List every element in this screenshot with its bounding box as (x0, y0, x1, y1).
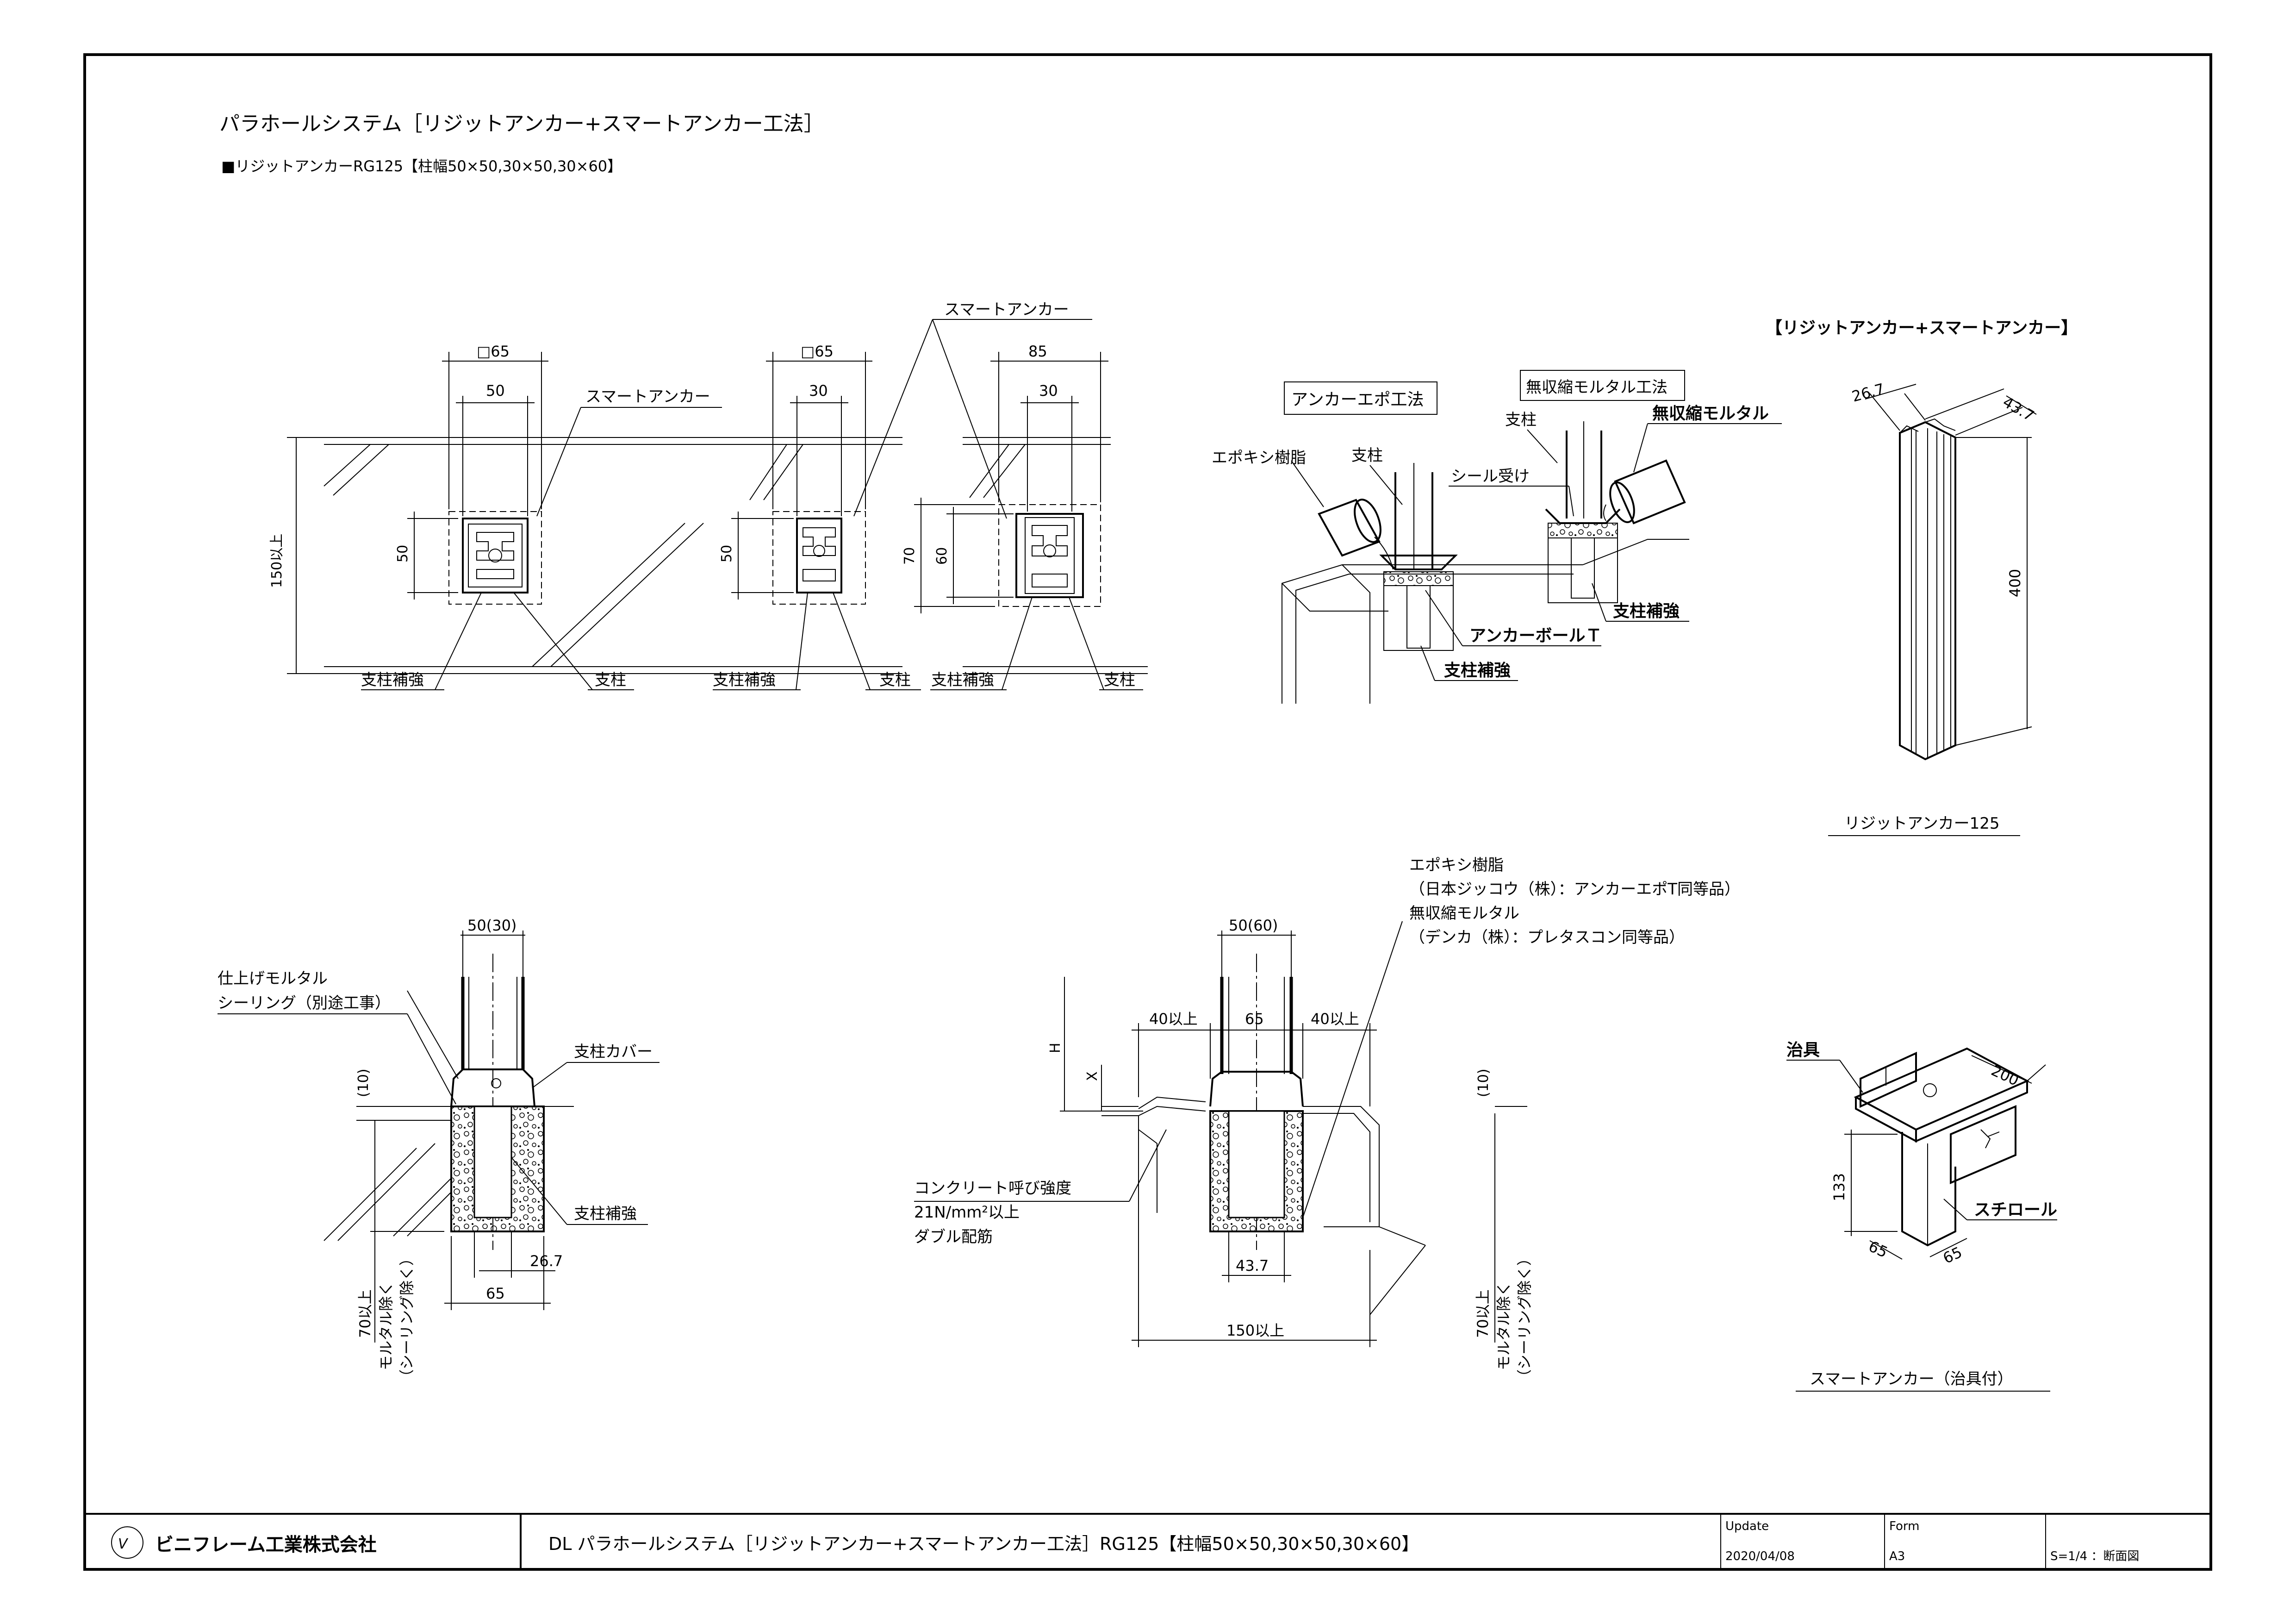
smart-dim-h: 133 (1830, 1173, 1848, 1201)
sec2-concrete3: ダブル配筋 (914, 1228, 993, 1246)
company-logo-icon (111, 1526, 143, 1559)
smart-dim-d2: 65 (1940, 1243, 1965, 1268)
sec2-bottom: 150以上 (1226, 1322, 1284, 1339)
method-epoxy-illustration: アンカーエポ工法 エポキシ樹脂 支柱 アンカーボールＴ 支柱補強 (1212, 381, 1602, 704)
plan1-top-dim: □65 (477, 343, 510, 360)
sec2-left: 40以上 (1149, 1010, 1198, 1028)
section-detail-2: 50(60) H X 40以上 (914, 917, 1533, 1384)
shared-anchor-callout: スマートアンカー (853, 300, 1092, 519)
sec2-h: H (1047, 1043, 1064, 1053)
note-2: （日本ジッコウ（株）：アンカーエポT同等品） (1409, 880, 1740, 899)
scale-value: S=1/4 ：断面図 (2050, 1549, 2139, 1563)
rigid-anchor-heading: 【リジットアンカー+スマートアンカー】 (1766, 319, 2078, 337)
title-block: V ビニフレーム工業株式会社 DL パラホールシステム［リジットアンカー+スマー… (85, 1513, 2211, 1569)
mortar-post-label: 支柱 (1505, 411, 1537, 429)
sec1-depth3: （シーリング除く） (398, 1251, 416, 1384)
company-name: ビニフレーム工業株式会社 (155, 1534, 377, 1555)
sec2-depth1: 70以上 (1474, 1289, 1492, 1338)
sec2-top-dim: 50(60) (1229, 917, 1278, 934)
sec1-dim-267: 26.7 (530, 1252, 563, 1270)
epoxy-post-label: 支柱 (1351, 446, 1383, 465)
rigid-anchor-illustration: 【リジットアンカー+スマートアンカー】 26.7 43.7 400 リジットアン… (1766, 319, 2078, 836)
form-value: A3 (1889, 1549, 1905, 1563)
sec2-depth3: （シーリング除く） (1516, 1251, 1533, 1384)
plan2-post-label: 支柱 (879, 671, 911, 689)
sec2-x: X (1084, 1071, 1101, 1081)
form-label: Form (1889, 1519, 1920, 1533)
material-notes: エポキシ樹脂 （日本ジッコウ（株）：アンカーエポT同等品） 無収縮モルタル （デ… (1409, 856, 1740, 947)
sheet-border (83, 53, 2212, 1571)
sec2-concrete2: 21N/mm²以上 (914, 1203, 1020, 1222)
plan2-side-dim: 50 (719, 545, 735, 562)
sec1-reinforce: 支柱補強 (574, 1205, 637, 1223)
sec2-gap: (10) (1475, 1068, 1492, 1097)
plan3-post-label: 支柱 (1104, 671, 1135, 689)
plan1-side-dim: 50 (395, 545, 411, 562)
sec2-dim-437: 43.7 (1236, 1257, 1269, 1274)
sec1-gap: (10) (355, 1068, 372, 1097)
note-4: （デンカ（株）：プレタスコン同等品） (1409, 928, 1685, 947)
rigid-dim-b: 43.7 (2000, 393, 2037, 425)
plan-view-3: 85 30 70 60 支柱補強 支柱 (902, 343, 1148, 690)
plan1-post-label: 支柱 (595, 671, 626, 689)
method-mortar-illustration: 無収縮モルタル工法 支柱 無収縮モルタル シール受け 支柱補強 (1449, 370, 1782, 622)
update-label: Update (1725, 1519, 1769, 1533)
mortar-seal-label: シール受け (1451, 467, 1530, 486)
sec1-top-dim: 50(30) (467, 917, 516, 934)
sec1-finish1: 仕上げモルタル (218, 969, 328, 988)
plan2-reinforce-label: 支柱補強 (713, 671, 776, 689)
page-subtitle: ■リジットアンカーRG125【柱幅50×50,30×50,30×60】 (221, 157, 622, 175)
note-1: エポキシ樹脂 (1409, 856, 1504, 874)
plan3-side-dim-outer: 70 (902, 547, 918, 565)
smart-anchor-caption: スマートアンカー（治具付） (1810, 1370, 2013, 1388)
sec1-cover: 支柱カバー (574, 1043, 653, 1061)
smart-styrofoam-label: スチロール (1974, 1200, 2057, 1219)
page-title: パラホールシステム［リジットアンカー+スマートアンカー工法］ (219, 112, 824, 136)
sec2-concrete1: コンクリート呼び強度 (914, 1179, 1071, 1198)
plan-view-1: 150以上 □65 50 50 スマートアンカー 支柱補強 支柱 (269, 343, 796, 690)
smart-jig-label: 治具 (1786, 1041, 1820, 1060)
plan3-side-dim-inner: 60 (934, 547, 950, 565)
update-value: 2020/04/08 (1725, 1549, 1795, 1563)
svg-text:V: V (118, 1536, 129, 1552)
shared-anchor-label: スマートアンカー (944, 300, 1069, 319)
mortar-reinforce-label: 支柱補強 (1613, 602, 1680, 621)
sec2-right: 40以上 (1311, 1010, 1359, 1028)
drawing-title: DL パラホールシステム［リジットアンカー+スマートアンカー工法］RG125【柱… (548, 1534, 1419, 1554)
sec2-depth2: モルタル除く (1495, 1281, 1512, 1370)
plan-view-2: □65 30 50 支柱補強 支柱 (713, 343, 921, 690)
section-detail-1: 50(30) (10) 仕上げモルタル シーリング（別途工事） 支柱カバー (218, 917, 660, 1384)
rigid-anchor-caption: リジットアンカー125 (1844, 814, 2000, 833)
note-3: 無収縮モルタル (1409, 904, 1519, 923)
sec1-depth1: 70以上 (356, 1289, 374, 1338)
plan1-inner-dim: 50 (486, 382, 505, 400)
smart-dim-d1: 65 (1866, 1237, 1891, 1262)
plan2-top-dim: □65 (801, 343, 834, 360)
smart-anchor-illustration: 治具 200 133 65 65 スチロール スマートアンカー（治具付） (1786, 1041, 2057, 1392)
mortar-mortar-label: 無収縮モルタル (1652, 404, 1769, 423)
plan3-top-dim: 85 (1028, 343, 1047, 360)
plan1-reinforce-label: 支柱補強 (361, 671, 424, 689)
plan3-reinforce-label: 支柱補強 (931, 671, 994, 689)
sec1-finish2: シーリング（別途工事） (218, 994, 391, 1012)
epoxy-bolt-label: アンカーボールＴ (1469, 626, 1602, 645)
plan1-anchor-label: スマートアンカー (585, 387, 710, 406)
sec1-depth2: モルタル除く (377, 1281, 395, 1370)
epoxy-method-box: アンカーエポ工法 (1291, 390, 1424, 409)
rigid-dim-len: 400 (2006, 569, 2024, 597)
plan2-inner-dim: 30 (809, 382, 828, 400)
mortar-method-box: 無収縮モルタル工法 (1526, 378, 1668, 397)
plan3-inner-dim: 30 (1039, 382, 1058, 400)
plan1-height-dim: 150以上 (269, 534, 285, 588)
epoxy-resin-label: エポキシ樹脂 (1212, 449, 1306, 467)
sec2-mid: 65 (1245, 1010, 1264, 1028)
rigid-dim-a: 26.7 (1850, 380, 1886, 406)
epoxy-reinforce-label: 支柱補強 (1444, 661, 1511, 680)
sec1-dim-65: 65 (486, 1285, 505, 1302)
